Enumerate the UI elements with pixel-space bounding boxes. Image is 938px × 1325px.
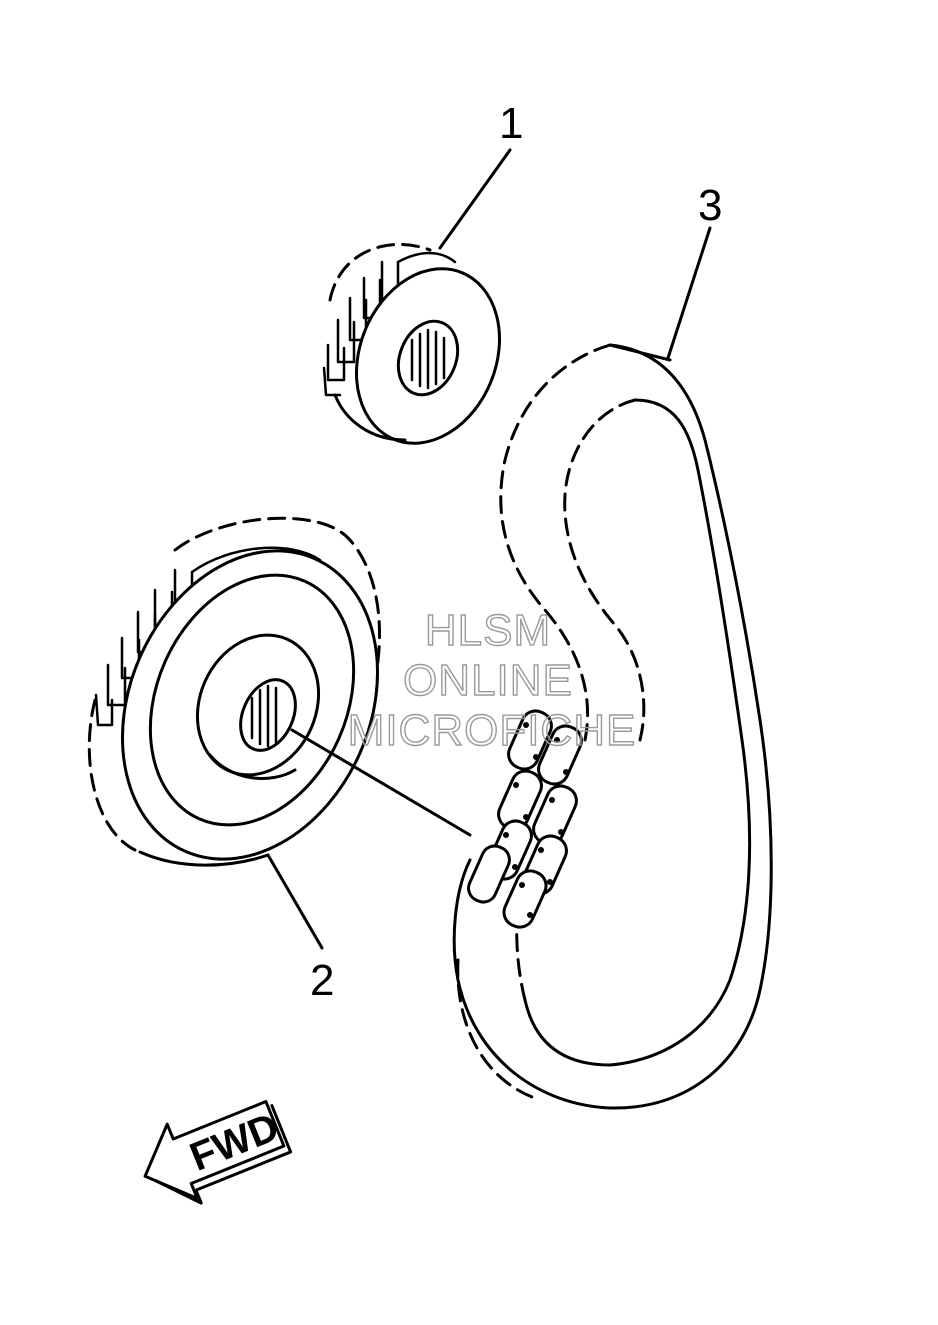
- callout-2: 2: [310, 956, 334, 1005]
- leader-line-3: [666, 226, 712, 360]
- callout-1: 1: [499, 99, 523, 148]
- small-sprocket: [322, 242, 501, 445]
- fwd-direction-indicator: FWD: [143, 1100, 293, 1205]
- large-sprocket: [87, 516, 381, 867]
- watermark: HLSM ONLINE MICROFICHE: [347, 605, 637, 755]
- arrow-left-icon: [143, 1100, 286, 1200]
- watermark-line-3: MICROFICHE: [348, 706, 637, 755]
- callout-leaders: [266, 148, 712, 950]
- leader-line-sprocket-chain: [290, 728, 472, 837]
- leader-line-2: [266, 853, 324, 950]
- leader-line-1: [438, 148, 512, 250]
- drive-chain: [452, 343, 773, 1110]
- callout-3: 3: [698, 181, 722, 230]
- watermark-line-1: HLSM: [425, 606, 551, 655]
- watermark-line-2: ONLINE: [403, 656, 573, 705]
